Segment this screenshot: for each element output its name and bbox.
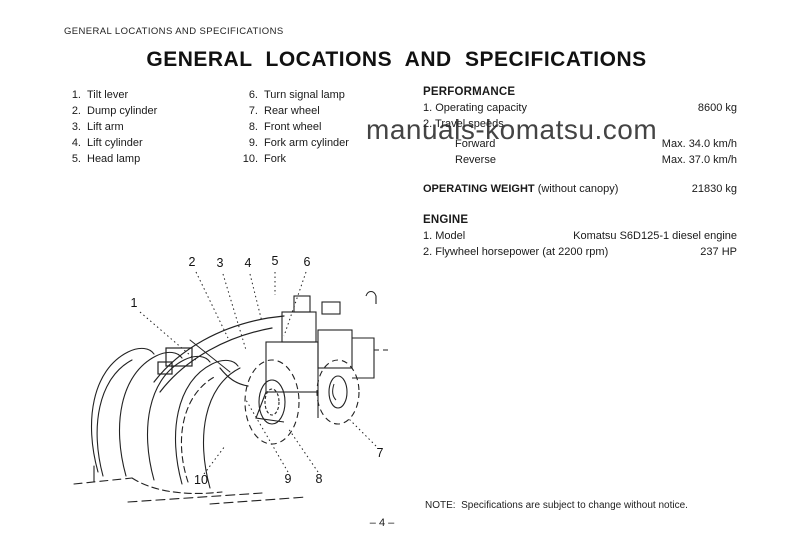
spec-row-travel-speeds: 2. Travel speeds [423,116,737,132]
part-label: Dump cylinder [87,105,158,117]
spec-row-model: 1. Model Komatsu S6D125-1 diesel engine [423,228,737,244]
loader-line-drawing [73,271,388,505]
spec-row-operating-capacity: 1. Operating capacity 8600 kg [423,100,737,116]
lift-arm [153,315,285,393]
part-number: 7. [248,105,258,117]
spec-label: Forward [455,138,496,150]
spec-row-flywheel-horsepower: 2. Flywheel horsepower (at 2200 rpm) 237… [423,244,737,260]
spacer [423,197,737,212]
part-label: Turn signal lamp [264,89,345,101]
list-item: 5. Head lamp [64,151,214,167]
part-label: Head lamp [87,153,141,165]
part-number: 1. [71,89,81,101]
spec-row-forward: Forward Max. 34.0 km/h [423,136,737,152]
spec-row-reverse: Reverse Max. 37.0 km/h [423,152,737,168]
part-number: 2. [71,105,81,117]
callout-label-4: 4 [244,256,252,270]
callout-label-8: 8 [315,472,323,486]
watermark-text: manuals-komatsu.com [366,114,658,145]
callout-label-3: 3 [216,256,224,270]
spec-value: 8600 kg [697,102,737,114]
operating-weight-label: OPERATING WEIGHT [423,183,535,195]
callout-leader-lines [139,271,377,475]
part-number: 6. [248,89,258,101]
fork-base [73,465,307,505]
part-number: 4. [71,137,81,149]
list-item: 9. Fork arm cylinder [241,135,401,151]
callout-label-1: 1 [130,296,138,310]
spec-label: Reverse [455,154,496,166]
part-label: Front wheel [264,121,322,133]
callout-label-2: 2 [188,255,196,269]
running-header: GENERAL LOCATIONS AND SPECIFICATIONS [64,26,284,37]
list-item: 10. Fork [241,151,401,167]
list-item: 6. Turn signal lamp [241,87,401,103]
callout-label-9: 9 [284,472,292,486]
list-item: 4. Lift cylinder [64,135,214,151]
spec-label: 2. Travel speeds [423,118,504,130]
part-number: 3. [71,121,81,133]
spec-value: 21830 kg [691,183,737,195]
part-label: Tilt lever [87,89,129,101]
spec-label: OPERATING WEIGHT (without canopy) [423,181,618,197]
specifications-block: PERFORMANCE 1. Operating capacity 8600 k… [423,84,737,260]
performance-heading: PERFORMANCE [423,86,516,98]
parts-list-column-1: 1. Tilt lever 2. Dump cylinder 3. Lift a… [64,87,214,167]
spec-value: Max. 34.0 km/h [661,138,737,150]
page-title: GENERAL LOCATIONS AND SPECIFICATIONS [146,48,647,71]
part-label: Fork arm cylinder [264,137,349,149]
operating-weight-qualifier: (without canopy) [534,183,619,195]
list-item: 1. Tilt lever [64,87,214,103]
part-label: Lift arm [87,121,124,133]
engine-heading: ENGINE [423,214,469,226]
part-label: Lift cylinder [87,137,143,149]
callout-label-5: 5 [271,254,279,268]
parts-list-column-2: 6. Turn signal lamp 7. Rear wheel 8. Fro… [241,87,401,167]
page-number: – 4 – [369,517,395,529]
part-number: 10. [242,153,258,165]
grapple-tines [90,347,241,494]
callout-label-6: 6 [303,255,311,269]
part-label: Rear wheel [264,105,320,117]
part-label: Fork [264,153,286,165]
spec-value: 237 HP [700,246,737,258]
machine-body [255,290,388,423]
spec-value: Komatsu S6D125-1 diesel engine [573,230,737,242]
spec-label: 1. Model [423,230,466,242]
part-number: 5. [71,153,81,165]
footnote: NOTE: Specifications are subject to chan… [425,500,688,511]
spacer [423,168,737,181]
spec-label: 2. Flywheel horsepower (at 2200 rpm) [423,246,609,258]
wheel-loader-figure: 1 2 3 4 5 6 7 8 9 10 [70,250,410,510]
spec-value: Max. 37.0 km/h [661,154,737,166]
callout-label-10: 10 [194,473,208,487]
part-number: 8. [248,121,258,133]
spec-label: 1. Operating capacity [423,102,527,114]
list-item: 7. Rear wheel [241,103,401,119]
spec-row-operating-weight: OPERATING WEIGHT (without canopy) 21830 … [423,181,737,197]
list-item: 2. Dump cylinder [64,103,214,119]
callout-label-7: 7 [376,446,384,460]
part-number: 9. [248,137,258,149]
list-item: 8. Front wheel [241,119,401,135]
list-item: 3. Lift arm [64,119,214,135]
